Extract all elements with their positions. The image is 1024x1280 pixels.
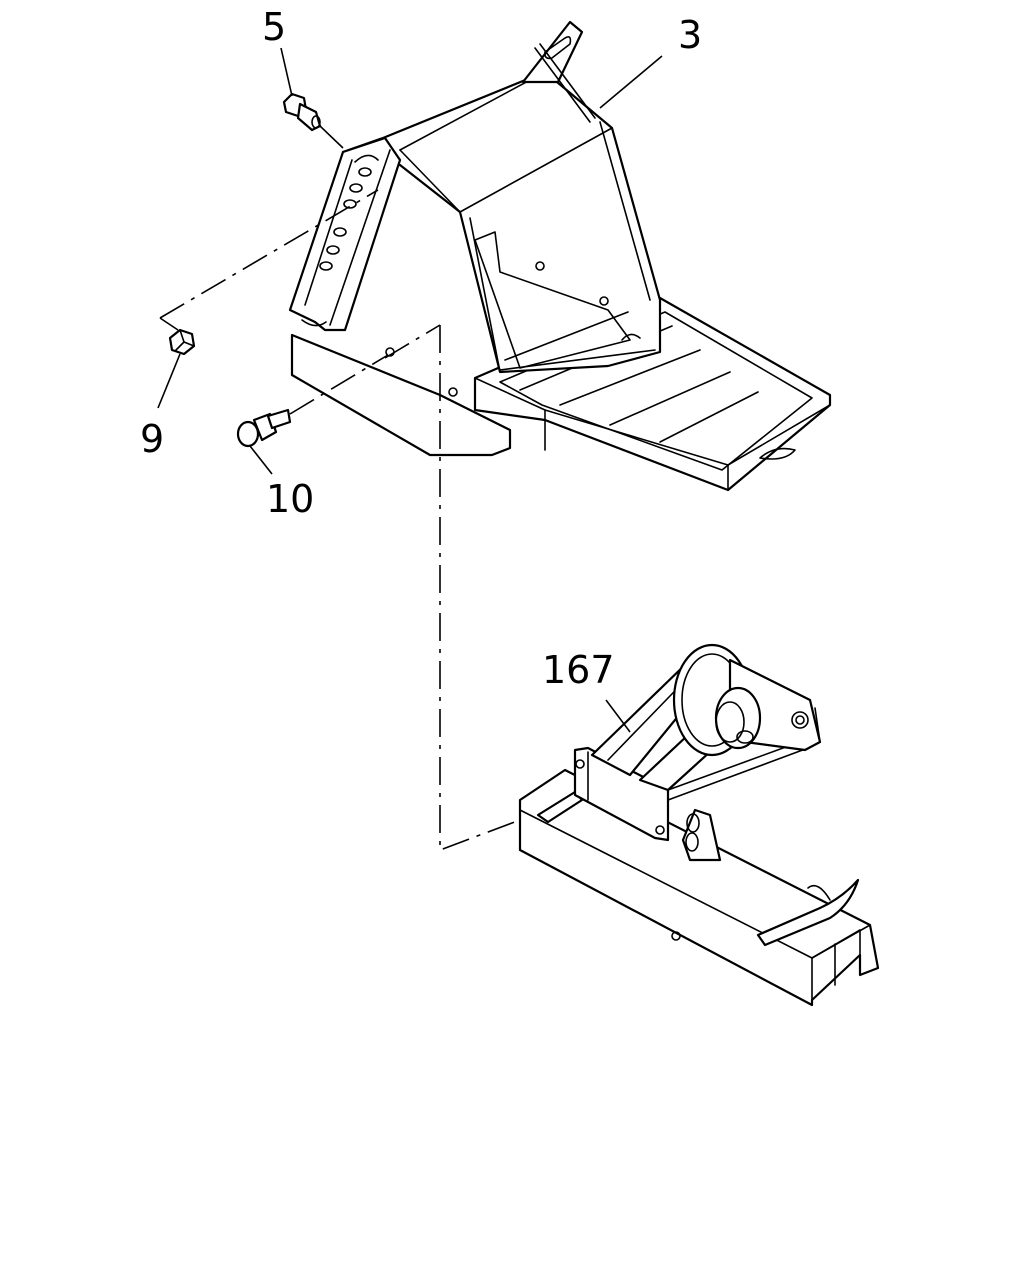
callout-label-9: 9: [140, 417, 164, 461]
callout-label-10: 10: [266, 477, 314, 521]
assembly-lines: [159, 125, 521, 852]
bolt-5: [282, 92, 322, 132]
nut-9: [168, 328, 196, 356]
callout-label-5: 5: [262, 5, 286, 49]
roller-winch-assembly: [518, 643, 880, 1007]
callout-label-167: 167: [542, 648, 615, 692]
bracket-assembly: [288, 20, 832, 492]
bolt-10: [236, 408, 292, 448]
callout-label-3: 3: [678, 13, 702, 57]
callouts: 5 3 9 10 167: [140, 5, 702, 733]
